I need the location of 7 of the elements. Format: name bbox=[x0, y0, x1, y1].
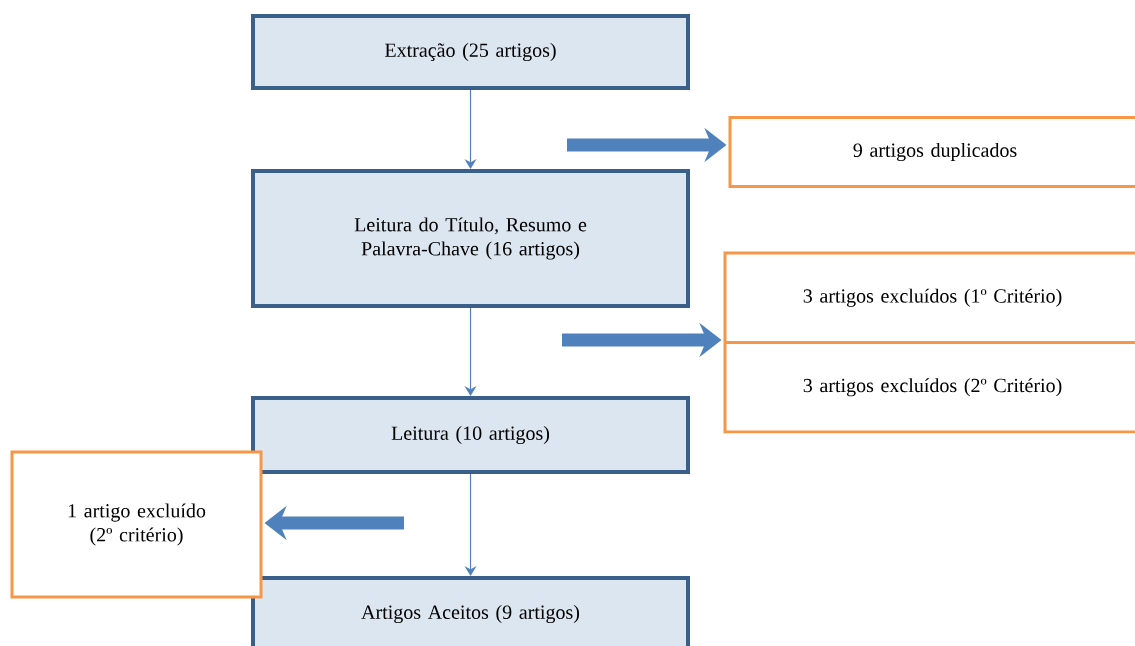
result-box: 9 artigos duplicados bbox=[728, 116, 1135, 188]
result-box: 1 artigo excluído (2º critério) bbox=[10, 450, 263, 599]
process-box: Leitura do Título, Resumo e Palavra-Chave (16 artigos) bbox=[251, 169, 690, 308]
process-box: Artigos Aceitos (9 artigos) bbox=[251, 576, 690, 646]
process-box: Leitura (10 artigos) bbox=[251, 396, 690, 474]
process-box: Extração (25 artigos) bbox=[251, 14, 690, 90]
result-box: 3 artigos excluídos (1º Critério) 3 artigos excluídos (2º Critério) bbox=[723, 251, 1135, 434]
